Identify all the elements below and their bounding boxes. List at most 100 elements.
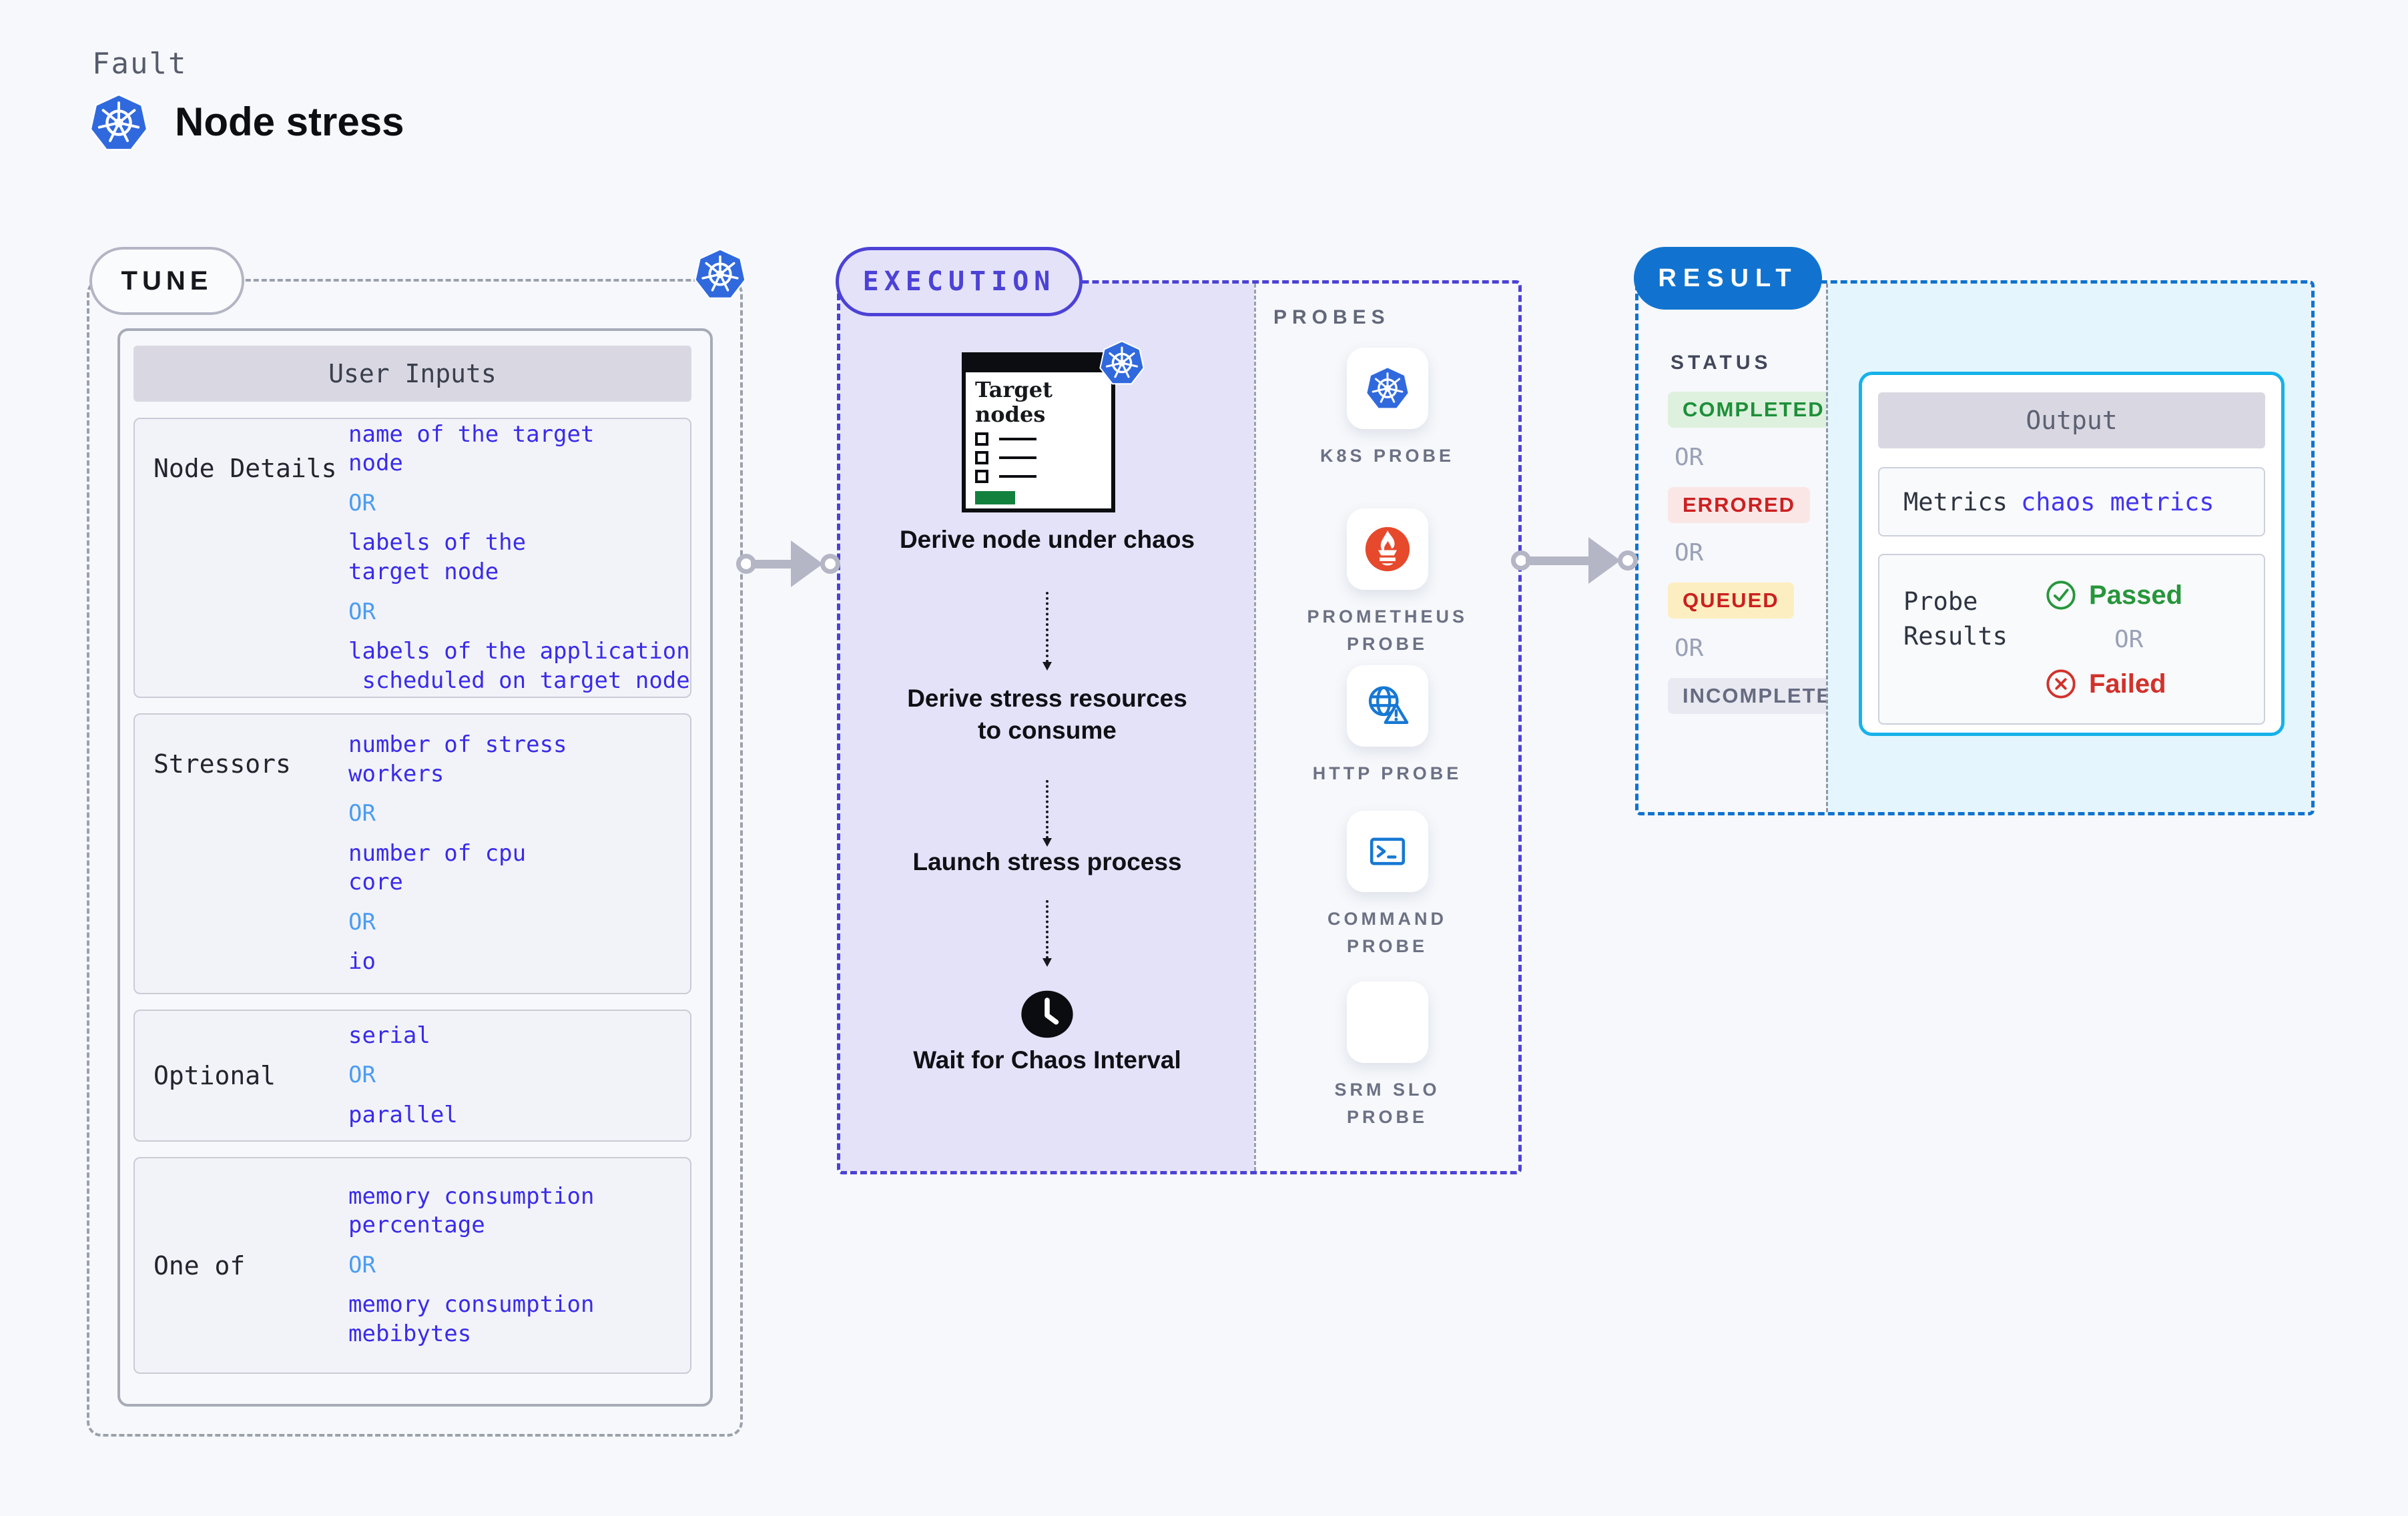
tune-pill: TUNE [89,247,244,315]
progress-bar [975,490,1015,504]
result-section: STATUS COMPLETED OR ERRORED OR QUEUED OR… [1635,280,2315,815]
output-card: Output Metrics chaos metrics Probe Resul… [1859,372,2285,736]
probe-item: K8S PROBE [1256,348,1518,470]
kubernetes-icon [89,93,148,152]
or-separator: OR [1675,539,1704,566]
status-panel: STATUS COMPLETED OR ERRORED OR QUEUED OR… [1638,284,1863,812]
row-value: memory consumption percentage [348,1182,595,1239]
table-row-optional: Optional serial OR parallel [133,1010,691,1142]
status-list: COMPLETED OR ERRORED OR QUEUED OR INCOMP… [1668,392,1863,714]
arrow-down-icon [1042,592,1052,671]
or-separator: OR [1675,635,1704,662]
row-value: number of stress workers [348,731,567,787]
fault-kicker: Fault [92,47,188,81]
window-titlebar [966,356,1111,372]
row-value: memory consumption mebibytes [348,1291,595,1347]
execution-step: Derive node under chaos [899,526,1195,553]
probe-card [1346,508,1428,590]
passed-result: Passed [2045,579,2182,611]
probe-item: SRM SLO PROBE [1256,982,1518,1130]
row-value: number of cpu core [348,839,527,896]
probe-card [1346,665,1428,747]
metrics-value: chaos metrics [2021,487,2214,516]
checkbox-icon [975,450,988,464]
execution-flow-panel: Target nodes Derive node under chaos Der… [840,284,1254,1171]
metrics-label: Metrics [1903,487,2008,516]
clock-icon [1019,988,1075,1040]
status-badge-completed: COMPLETED [1668,392,1839,428]
tune-to-execution-arrow-icon [736,532,840,596]
or-separator: OR [348,800,376,827]
row-values: memory consumption percentage OR memory … [348,1158,690,1373]
table-row-node-details: Node Details name of the target node OR … [133,418,691,698]
row-value: labels of the application scheduled on t… [348,638,690,694]
or-separator: OR [348,908,376,935]
passed-label: Passed [2089,580,2183,610]
row-label: One of [154,1250,246,1280]
probe-label: K8S PROBE [1319,446,1455,466]
row-values: name of the target node OR labels of the… [348,419,694,697]
row-value: parallel [348,1101,458,1128]
output-header: Output [1878,392,2265,448]
checkbox-icon [975,432,988,446]
kubernetes-icon [1366,366,1410,410]
probe-item: PROMETHEUS PROBE [1256,508,1518,657]
or-separator: OR [348,489,376,516]
cross-circle-icon [2045,668,2077,700]
status-badge-queued: QUEUED [1668,583,1794,619]
or-separator: OR [2114,626,2144,653]
probe-label: PROMETHEUS PROBE [1307,607,1468,654]
or-separator: OR [348,1062,376,1089]
or-separator: OR [348,598,376,625]
window-title: Target nodes [975,377,1052,427]
arrow-down-icon [1042,900,1052,967]
probe-label: SRM SLO PROBE [1334,1080,1440,1127]
execution-pill: EXECUTION [836,247,1083,316]
row-value: name of the target node [348,420,595,477]
result-pill: RESULT [1634,247,1822,310]
probe-results-label: Probe Results [1903,587,2008,651]
or-separator: OR [348,1251,376,1278]
probe-label: HTTP PROBE [1312,763,1462,783]
probe-card [1346,348,1428,429]
row-label: Stressors [154,749,291,779]
or-separator: OR [1675,444,1704,471]
checklist-window-illustration: Target nodes [962,352,1115,512]
execution-step: Derive stress resources to consume [907,685,1187,745]
checkbox-icon [975,469,988,483]
row-value: labels of the target node [348,529,527,585]
status-heading: STATUS [1671,352,1772,374]
row-values: serial OR parallel [348,1011,690,1140]
arrow-down-icon [1042,780,1052,847]
http-globe-warning-icon [1364,682,1412,730]
execution-step: Wait for Chaos Interval [913,1046,1181,1074]
table-row-one-of: One of memory consumption percentage OR … [133,1157,691,1374]
probe-item: HTTP PROBE [1256,665,1518,787]
execution-step: Launch stress process [912,848,1182,875]
row-label: Node Details [154,454,337,483]
check-circle-icon [2045,579,2077,611]
probe-label: COMMAND PROBE [1327,909,1447,956]
probes-heading: PROBES [1273,306,1390,328]
row-value: serial [348,1022,430,1049]
table-row-stressors: Stressors number of stress workers OR nu… [133,713,691,994]
status-badge-errored: ERRORED [1668,487,1811,523]
probe-card [1346,811,1428,892]
failed-label: Failed [2089,669,2166,699]
failed-result: Failed [2045,668,2182,700]
prometheus-icon [1364,525,1412,573]
terminal-icon [1364,828,1411,875]
metrics-row: Metrics chaos metrics [1878,467,2265,536]
execution-to-result-arrow-icon [1511,528,1638,593]
user-inputs-panel [117,328,713,1407]
user-inputs-header: User Inputs [133,346,691,402]
slo-donut-check-icon [1363,998,1412,1047]
probe-item: COMMAND PROBE [1256,811,1518,960]
tune-section [87,279,743,1437]
kubernetes-icon [694,248,746,300]
probes-panel: PROBES K8S PROBE PROMETHEUS PROBE HTTP P… [1254,284,1518,1171]
page-title: Node stress [175,99,404,144]
row-label: Optional [154,1061,276,1090]
probe-card [1346,982,1428,1063]
